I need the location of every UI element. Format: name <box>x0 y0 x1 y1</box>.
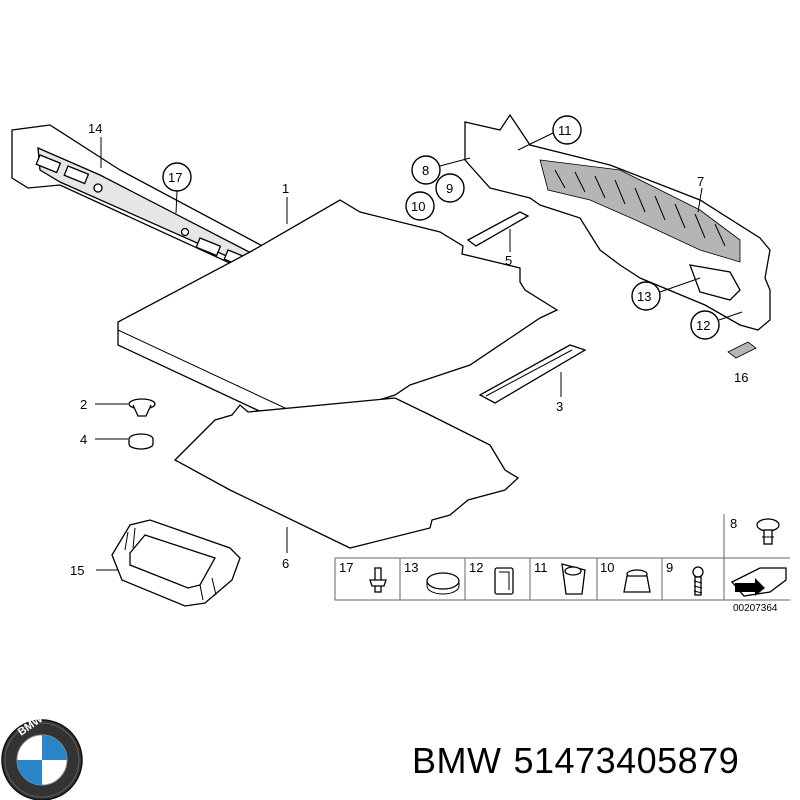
part-5-strip <box>466 211 530 247</box>
legend-icon-11 <box>561 563 586 595</box>
legend-top-label: 8 <box>730 516 737 531</box>
callout-2: 2 <box>80 397 87 412</box>
legend-icon-10 <box>623 569 651 593</box>
callout-6: 6 <box>282 556 289 571</box>
callout-7: 7 <box>697 174 704 189</box>
callout-9: 9 <box>446 181 453 196</box>
diagram-number: 00207364 <box>733 603 778 614</box>
callout-4: 4 <box>80 432 87 447</box>
part-4-plug <box>128 433 154 450</box>
part-7-rear-trim <box>464 113 771 331</box>
legend-icon-13 <box>426 572 460 595</box>
legend-cell-10: 10 <box>600 560 614 575</box>
callout-14: 14 <box>88 121 102 136</box>
legend-icon-17 <box>369 567 387 593</box>
part-3-sill-strip <box>478 344 587 404</box>
part-2-clip <box>128 398 156 417</box>
callout-5: 5 <box>505 253 512 268</box>
callout-11: 11 <box>558 123 572 138</box>
brand-name: BMW <box>412 740 502 781</box>
bmw-logo-icon: BMW <box>1 713 83 800</box>
callout-12: 12 <box>696 318 710 333</box>
legend-cell-13: 13 <box>404 560 418 575</box>
part-16-pad <box>727 341 757 359</box>
direction-arrow-icon <box>730 567 787 597</box>
legend-cell-17: 17 <box>339 560 353 575</box>
part-number-caption: BMW 51473405879 <box>412 740 751 782</box>
callout-17: 17 <box>168 170 182 185</box>
legend-cell-9: 9 <box>666 560 673 575</box>
part-number: 51473405879 <box>513 740 740 781</box>
legend-cell-12: 12 <box>469 560 483 575</box>
part-15-handle-frame <box>111 519 241 607</box>
callout-3: 3 <box>556 399 563 414</box>
callout-10: 10 <box>411 199 425 214</box>
part-6-trunk-mat <box>173 397 520 549</box>
legend-icon-12 <box>494 567 514 595</box>
legend-icon-8 <box>756 518 780 545</box>
callout-8: 8 <box>422 163 429 178</box>
callout-1: 1 <box>282 181 289 196</box>
fastener-legend: 8 17 13 12 11 10 <box>334 514 790 614</box>
callout-13: 13 <box>637 289 651 304</box>
callout-15: 15 <box>70 563 84 578</box>
callout-16: 16 <box>734 370 748 385</box>
legend-icon-9 <box>692 566 704 596</box>
legend-cell-11: 11 <box>534 560 548 575</box>
